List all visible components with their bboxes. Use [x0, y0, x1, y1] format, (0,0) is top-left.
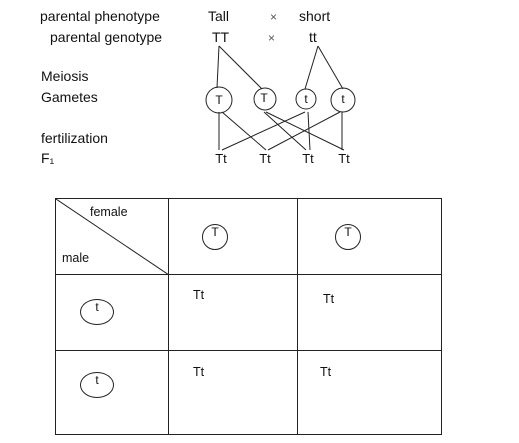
gametes-label: Gametes	[41, 89, 98, 105]
f1-label: F₁	[41, 150, 55, 166]
genotype-label: parental genotype	[50, 29, 163, 45]
fertilization-line	[221, 111, 267, 151]
male-phenotype: short	[299, 8, 331, 24]
gamete-circle	[253, 87, 277, 111]
fertilization-line	[267, 111, 341, 151]
female-phenotype: Tall	[208, 8, 230, 24]
gamete-circle: t	[80, 372, 114, 398]
male-genotype: tt	[309, 29, 317, 45]
gamete-allele: t	[341, 92, 345, 106]
cross-symbol-phenotype: ×	[270, 10, 278, 24]
phenotype-label: parental phenotype	[40, 8, 160, 24]
meiosis-line	[216, 45, 220, 89]
offspring-genotype: Tt	[323, 292, 335, 306]
offspring-genotype: Tt	[320, 365, 332, 379]
gamete-circle	[295, 88, 317, 110]
meiosis-label: Meiosis	[41, 68, 89, 84]
corner-cell: female male	[55, 198, 169, 275]
offspring-cell: Tt	[297, 274, 442, 351]
offspring-cell: Tt	[297, 350, 442, 435]
gamete-allele: T	[215, 93, 223, 107]
offspring-cell: Tt	[168, 274, 298, 351]
female-axis-label: female	[90, 205, 128, 219]
offspring-genotype: Tt	[193, 288, 205, 302]
male-axis-label: male	[62, 251, 90, 265]
cross-diagram: T T t t Tt Tt Tt Tt	[205, 45, 356, 166]
male-gamete-header: t	[55, 274, 169, 351]
gamete-circle	[330, 87, 356, 113]
gamete-circle: t	[80, 299, 114, 325]
f1-genotype: Tt	[302, 151, 314, 166]
fertilization-line	[263, 111, 307, 151]
gamete-circle	[205, 86, 233, 114]
f1-genotype: Tt	[259, 151, 271, 166]
gamete-allele: t	[304, 92, 308, 106]
meiosis-line	[218, 45, 263, 90]
meiosis-line	[317, 45, 344, 90]
fertilization-line	[221, 111, 306, 151]
gamete-allele: T	[260, 91, 268, 105]
gamete-circle: T	[335, 224, 361, 250]
female-genotype: TT	[212, 29, 230, 45]
f1-genotype: Tt	[215, 151, 227, 166]
fertilization-line	[307, 111, 311, 151]
cross-symbol-genotype: ×	[268, 31, 276, 45]
female-gamete-header: T	[168, 198, 298, 275]
meiosis-line	[304, 45, 319, 90]
offspring-genotype: Tt	[193, 365, 205, 379]
male-gamete-header: t	[55, 350, 169, 435]
gamete-circle: T	[202, 224, 228, 250]
female-gamete-header: T	[297, 198, 442, 275]
f1-genotype: Tt	[338, 151, 350, 166]
fertilization-label: fertilization	[41, 130, 108, 146]
offspring-cell: Tt	[168, 350, 298, 435]
punnett-square: female male T T t Tt Tt t	[55, 198, 442, 435]
